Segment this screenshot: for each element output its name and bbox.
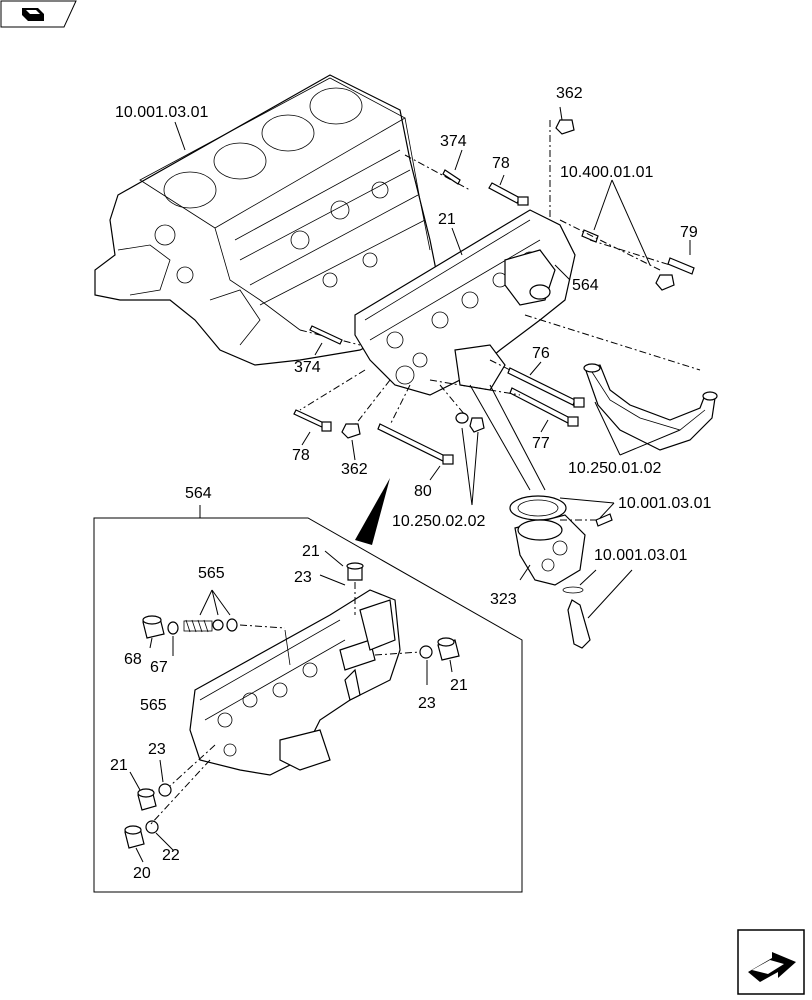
label-23-detail-left[interactable]: 23 [148,741,166,758]
detail-frame [93,517,523,893]
detail-cover [189,589,401,776]
label-10-250-01-02[interactable]: 10.250.01.02 [568,460,662,477]
label-block-ref[interactable]: 10.001.03.01 [115,104,209,121]
label-21-detail-right[interactable]: 21 [450,677,468,694]
label-362-top[interactable]: 362 [556,85,583,102]
next-page-button[interactable] [737,929,805,995]
label-374-top[interactable]: 374 [440,133,467,150]
arrow-icon [748,952,796,982]
water-pump-cover [354,209,576,396]
label-67[interactable]: 67 [150,659,168,676]
label-323[interactable]: 323 [490,591,517,608]
label-76[interactable]: 76 [532,345,550,362]
label-68[interactable]: 68 [124,651,142,668]
label-565-top[interactable]: 565 [198,565,225,582]
label-77[interactable]: 77 [532,435,550,452]
detail-pointer [355,478,390,545]
label-10-250-02-02[interactable]: 10.250.02.02 [392,513,486,530]
label-80[interactable]: 80 [414,483,432,500]
label-564-main[interactable]: 564 [572,277,599,294]
label-23-detail-right[interactable]: 23 [418,695,436,712]
label-362-bottom[interactable]: 362 [341,461,368,478]
engine-block [94,74,441,366]
label-20[interactable]: 20 [133,865,151,882]
book-icon [22,8,44,21]
label-564-detail[interactable]: 564 [185,485,212,502]
label-10-001-03-01-a[interactable]: 10.001.03.01 [618,495,712,512]
label-21-detail-top[interactable]: 21 [302,543,320,560]
label-374-bottom[interactable]: 374 [294,359,321,376]
label-78-top[interactable]: 78 [492,155,510,172]
label-21-detail-left[interactable]: 21 [110,757,128,774]
label-78-bottom[interactable]: 78 [292,447,310,464]
book-tab-button[interactable] [0,0,77,28]
label-10-001-03-01-b[interactable]: 10.001.03.01 [594,547,688,564]
label-10-400-01-01[interactable]: 10.400.01.01 [560,164,654,181]
label-23-detail-top[interactable]: 23 [294,569,312,586]
label-565-left[interactable]: 565 [140,697,167,714]
thermostat-housing [509,495,586,586]
label-21-main[interactable]: 21 [438,211,456,228]
hose-pipe [583,363,718,451]
label-79[interactable]: 79 [680,224,698,241]
label-22[interactable]: 22 [162,847,180,864]
